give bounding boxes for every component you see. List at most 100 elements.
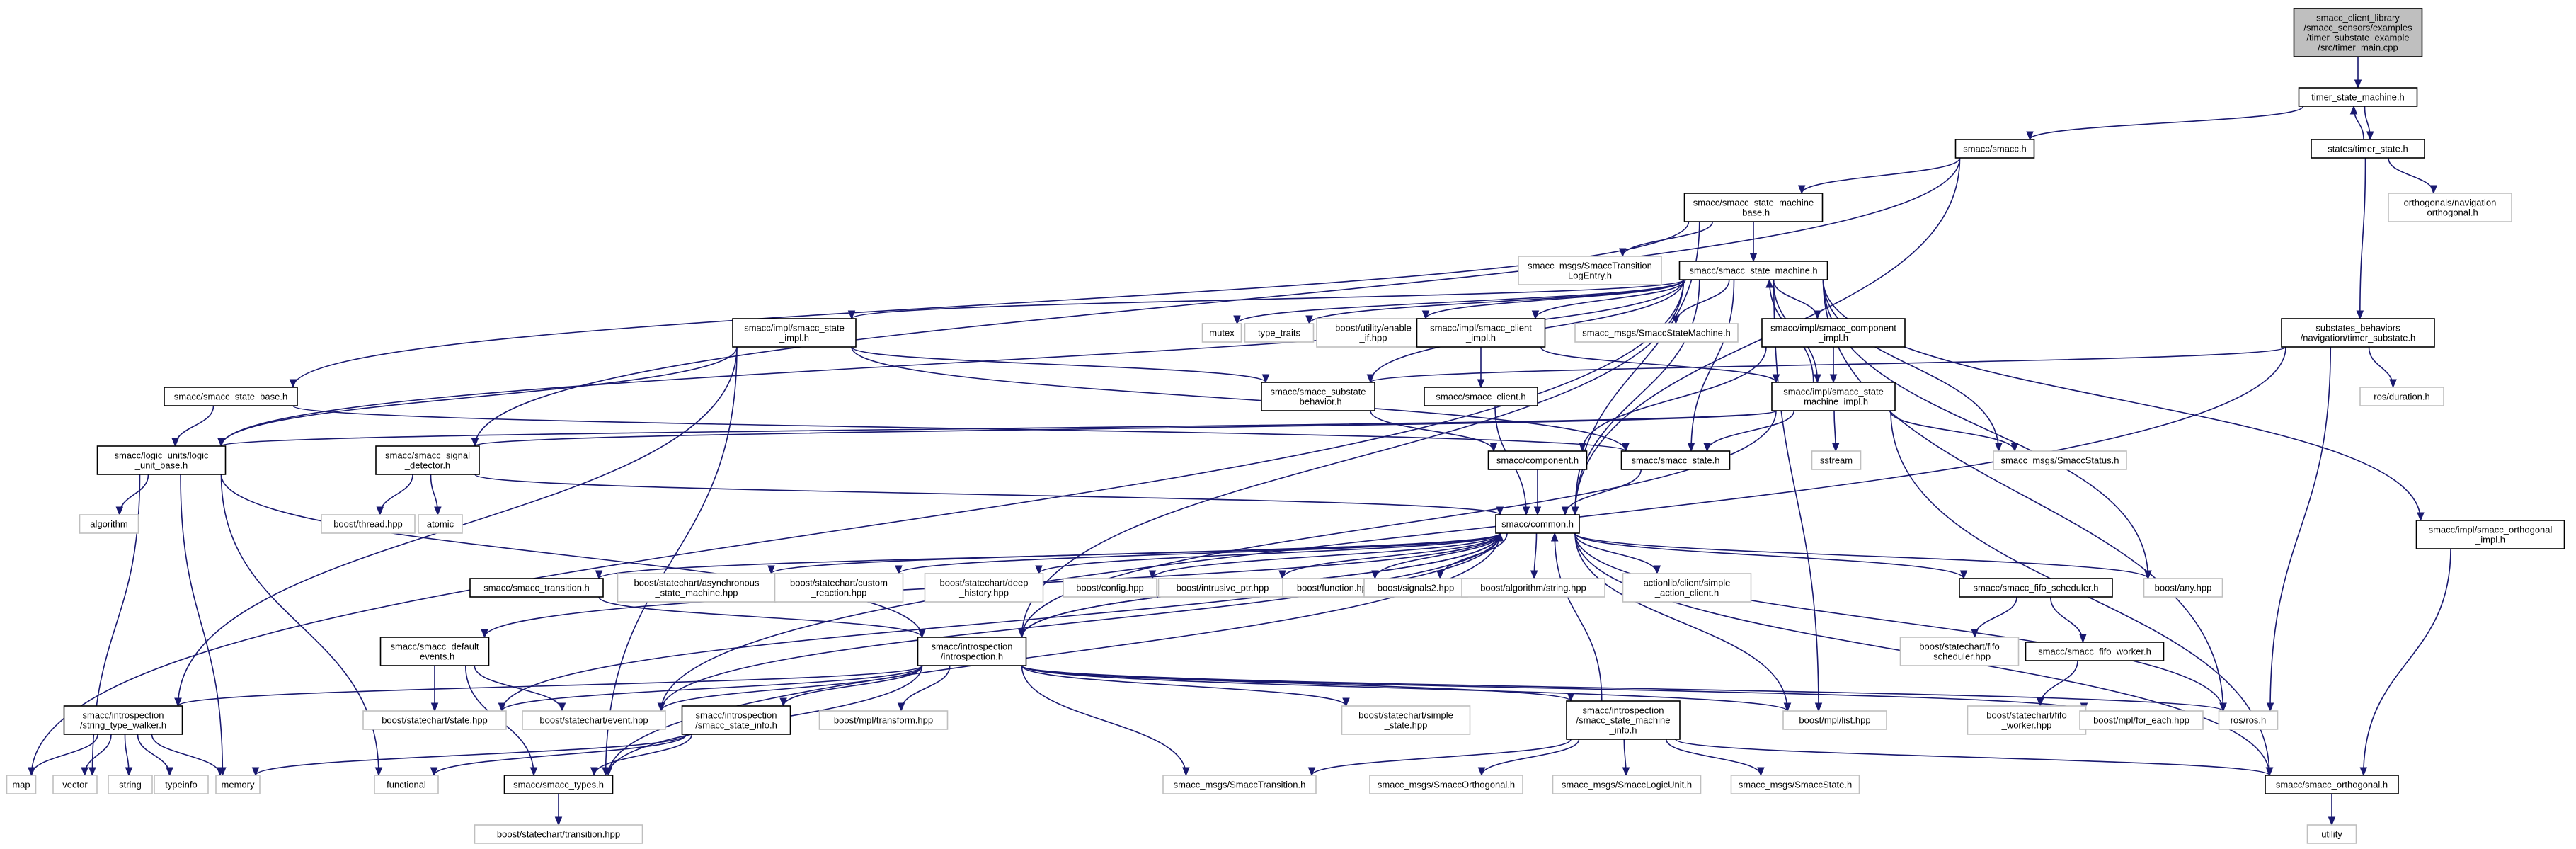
arrowhead: [81, 767, 88, 777]
node-orth-impl[interactable]: smacc/impl/smacc_orthogonal_impl.h: [2415, 520, 2565, 549]
node-client-h[interactable]: smacc/smacc_client.h: [1424, 387, 1538, 406]
arrowhead: [554, 816, 563, 826]
edge-logic-unit-base-to-memory: [180, 474, 227, 777]
node-introspection[interactable]: smacc/introspection/introspection.h: [917, 637, 1027, 666]
edge-component-impl-to-component-h: [1579, 346, 1767, 452]
node-label: algorithm: [90, 518, 127, 529]
node-client-impl[interactable]: smacc/impl/smacc_client_impl.h: [1416, 318, 1546, 348]
node-sm-impl[interactable]: smacc/impl/smacc_state_machine_impl.h: [1771, 382, 1896, 411]
arrowhead: [1496, 506, 1504, 516]
node-map: map: [6, 775, 37, 794]
edge-common-to-alg-string: [1530, 532, 1538, 580]
node-fifo-worker[interactable]: smacc/smacc_fifo_worker.h: [2025, 642, 2165, 661]
node-box: [379, 637, 490, 666]
node-state-h[interactable]: smacc/smacc_state.h: [1620, 450, 1731, 470]
node-component-impl[interactable]: smacc/impl/smacc_component_impl.h: [1761, 318, 1906, 348]
node-label: type_traits: [1258, 327, 1300, 338]
node-string-type-walker[interactable]: smacc/introspection/string_type_walker.h: [63, 705, 183, 735]
edge-state-impl-to-substate-behavior: [851, 346, 1270, 384]
arrowhead: [1567, 693, 1575, 702]
arrowhead: [1622, 443, 1630, 452]
edge-string-type-walker-to-string: [124, 734, 133, 777]
node-label: smacc/smacc_signal: [385, 450, 470, 460]
node-smacc-h[interactable]: smacc/smacc.h: [1954, 139, 2035, 159]
node-ros-h: ros/ros.h: [2218, 710, 2279, 730]
node-state-info[interactable]: smacc/introspection/smacc_state_info.h: [681, 705, 791, 735]
edge-client-impl-to-client-h: [1477, 346, 1485, 389]
node-string: string: [108, 775, 153, 794]
node-label: smacc/smacc_transition.h: [483, 582, 590, 593]
edge-line: [1021, 665, 1347, 707]
node-label: smacc/smacc_fifo_scheduler.h: [1973, 582, 2098, 593]
node-label: boost/intrusive_ptr.hpp: [1177, 582, 1269, 593]
arrowhead: [605, 767, 612, 777]
edge-introspection-to-sc-state: [498, 665, 923, 712]
arrowhead: [2079, 634, 2087, 644]
node-label: smacc_msgs/SmaccOrthogonal.h: [1378, 779, 1515, 790]
node-label: _impl.h: [779, 332, 809, 343]
node-default-events[interactable]: smacc/smacc_default_events.h: [379, 637, 490, 666]
node-enable-if: boost/utility/enable_if.hpp: [1316, 318, 1431, 348]
edge-line: [1038, 532, 1501, 574]
node-label: smacc_msgs/SmaccState.h: [1739, 779, 1852, 790]
edge-sm-h-to-component-impl: [1773, 279, 1821, 320]
node-label: mutex: [1209, 327, 1235, 338]
edge-line: [1021, 410, 1777, 638]
node-box: [52, 775, 98, 794]
edge-transition-h-to-introspection: [598, 596, 926, 639]
node-box: [917, 637, 1027, 666]
node-state-base[interactable]: smacc/smacc_state_base.h: [164, 387, 298, 406]
node-actionlib: actionlib/client/simple_action_client.h: [1622, 573, 1752, 603]
arrowhead: [2389, 379, 2397, 389]
node-timer-sm[interactable]: timer_state_machine.h: [2298, 87, 2418, 107]
arrowhead: [1489, 443, 1498, 452]
edge-timer-state-to-substate-behaviors: [2356, 157, 2366, 320]
arrowhead: [1672, 315, 1680, 325]
node-box: [474, 824, 643, 844]
node-sm-h[interactable]: smacc/smacc_state_machine.h: [1678, 261, 1828, 280]
node-label: boost/mpl/transform.hpp: [834, 714, 933, 725]
node-sm-base[interactable]: smacc/smacc_state_machine_base.h: [1683, 193, 1824, 222]
node-label: functional: [387, 779, 426, 790]
edge-line: [1370, 346, 2286, 383]
arrowhead: [430, 767, 438, 777]
node-common[interactable]: smacc/common.h: [1495, 514, 1580, 534]
node-logic-unit-base[interactable]: smacc/logic_units/logic_unit_base.h: [96, 445, 227, 475]
node-sm-info[interactable]: smacc/introspection/smacc_state_machine_…: [1566, 700, 1681, 740]
node-root[interactable]: smacc_client_library/smacc_sensors/examp…: [2293, 8, 2423, 57]
node-msgs-orthogonal: smacc_msgs/SmaccOrthogonal.h: [1369, 775, 1523, 794]
node-label: boost/statechart/deep: [939, 577, 1028, 588]
node-state-impl[interactable]: smacc/impl/smacc_state_impl.h: [732, 318, 857, 348]
node-component-h[interactable]: smacc/component.h: [1487, 450, 1588, 470]
arrowhead: [28, 767, 35, 777]
node-label: smacc_msgs/SmaccTransition: [1528, 260, 1652, 270]
node-orth-nav: orthogonals/navigation_orthogonal.h: [2388, 193, 2512, 222]
edge-line: [782, 665, 923, 707]
node-label: _worker.hpp: [2001, 719, 2052, 730]
edge-common-to-async-sm: [767, 532, 1501, 575]
edge-line: [2388, 157, 2434, 194]
edge-sm-h-to-state-h: [1687, 279, 1735, 452]
node-substate-behavior[interactable]: smacc/smacc_substate_behavior.h: [1261, 382, 1375, 411]
arrowhead: [2429, 185, 2438, 195]
node-box: [2143, 578, 2223, 598]
node-box: [1261, 382, 1375, 411]
node-smacc-types[interactable]: smacc/smacc_types.h: [503, 775, 614, 794]
node-box: [1341, 705, 1471, 735]
node-timer-state[interactable]: states/timer_state.h: [2311, 139, 2425, 159]
arrowhead: [1261, 374, 1270, 384]
edge-line: [255, 734, 687, 776]
node-transition-h[interactable]: smacc/smacc_transition.h: [469, 578, 604, 598]
node-orthogonal-h[interactable]: smacc/smacc_orthogonal.h: [2265, 775, 2399, 794]
arrowhead: [1831, 443, 1840, 452]
edge-line: [1481, 739, 1580, 776]
node-substate-behaviors[interactable]: substates_behaviors/navigation/timer_sub…: [2281, 318, 2435, 348]
node-fifo-scheduler[interactable]: smacc/smacc_fifo_scheduler.h: [1959, 578, 2113, 598]
node-signal-detector[interactable]: smacc/smacc_signal_detector.h: [375, 445, 480, 475]
arrowhead: [376, 506, 384, 516]
node-label: string: [119, 779, 142, 790]
edge-line: [177, 665, 923, 707]
node-ros-duration: ros/duration.h: [2359, 387, 2444, 406]
edge-timer-state-to-orth-nav: [2388, 157, 2438, 195]
edge-line: [851, 279, 1685, 319]
